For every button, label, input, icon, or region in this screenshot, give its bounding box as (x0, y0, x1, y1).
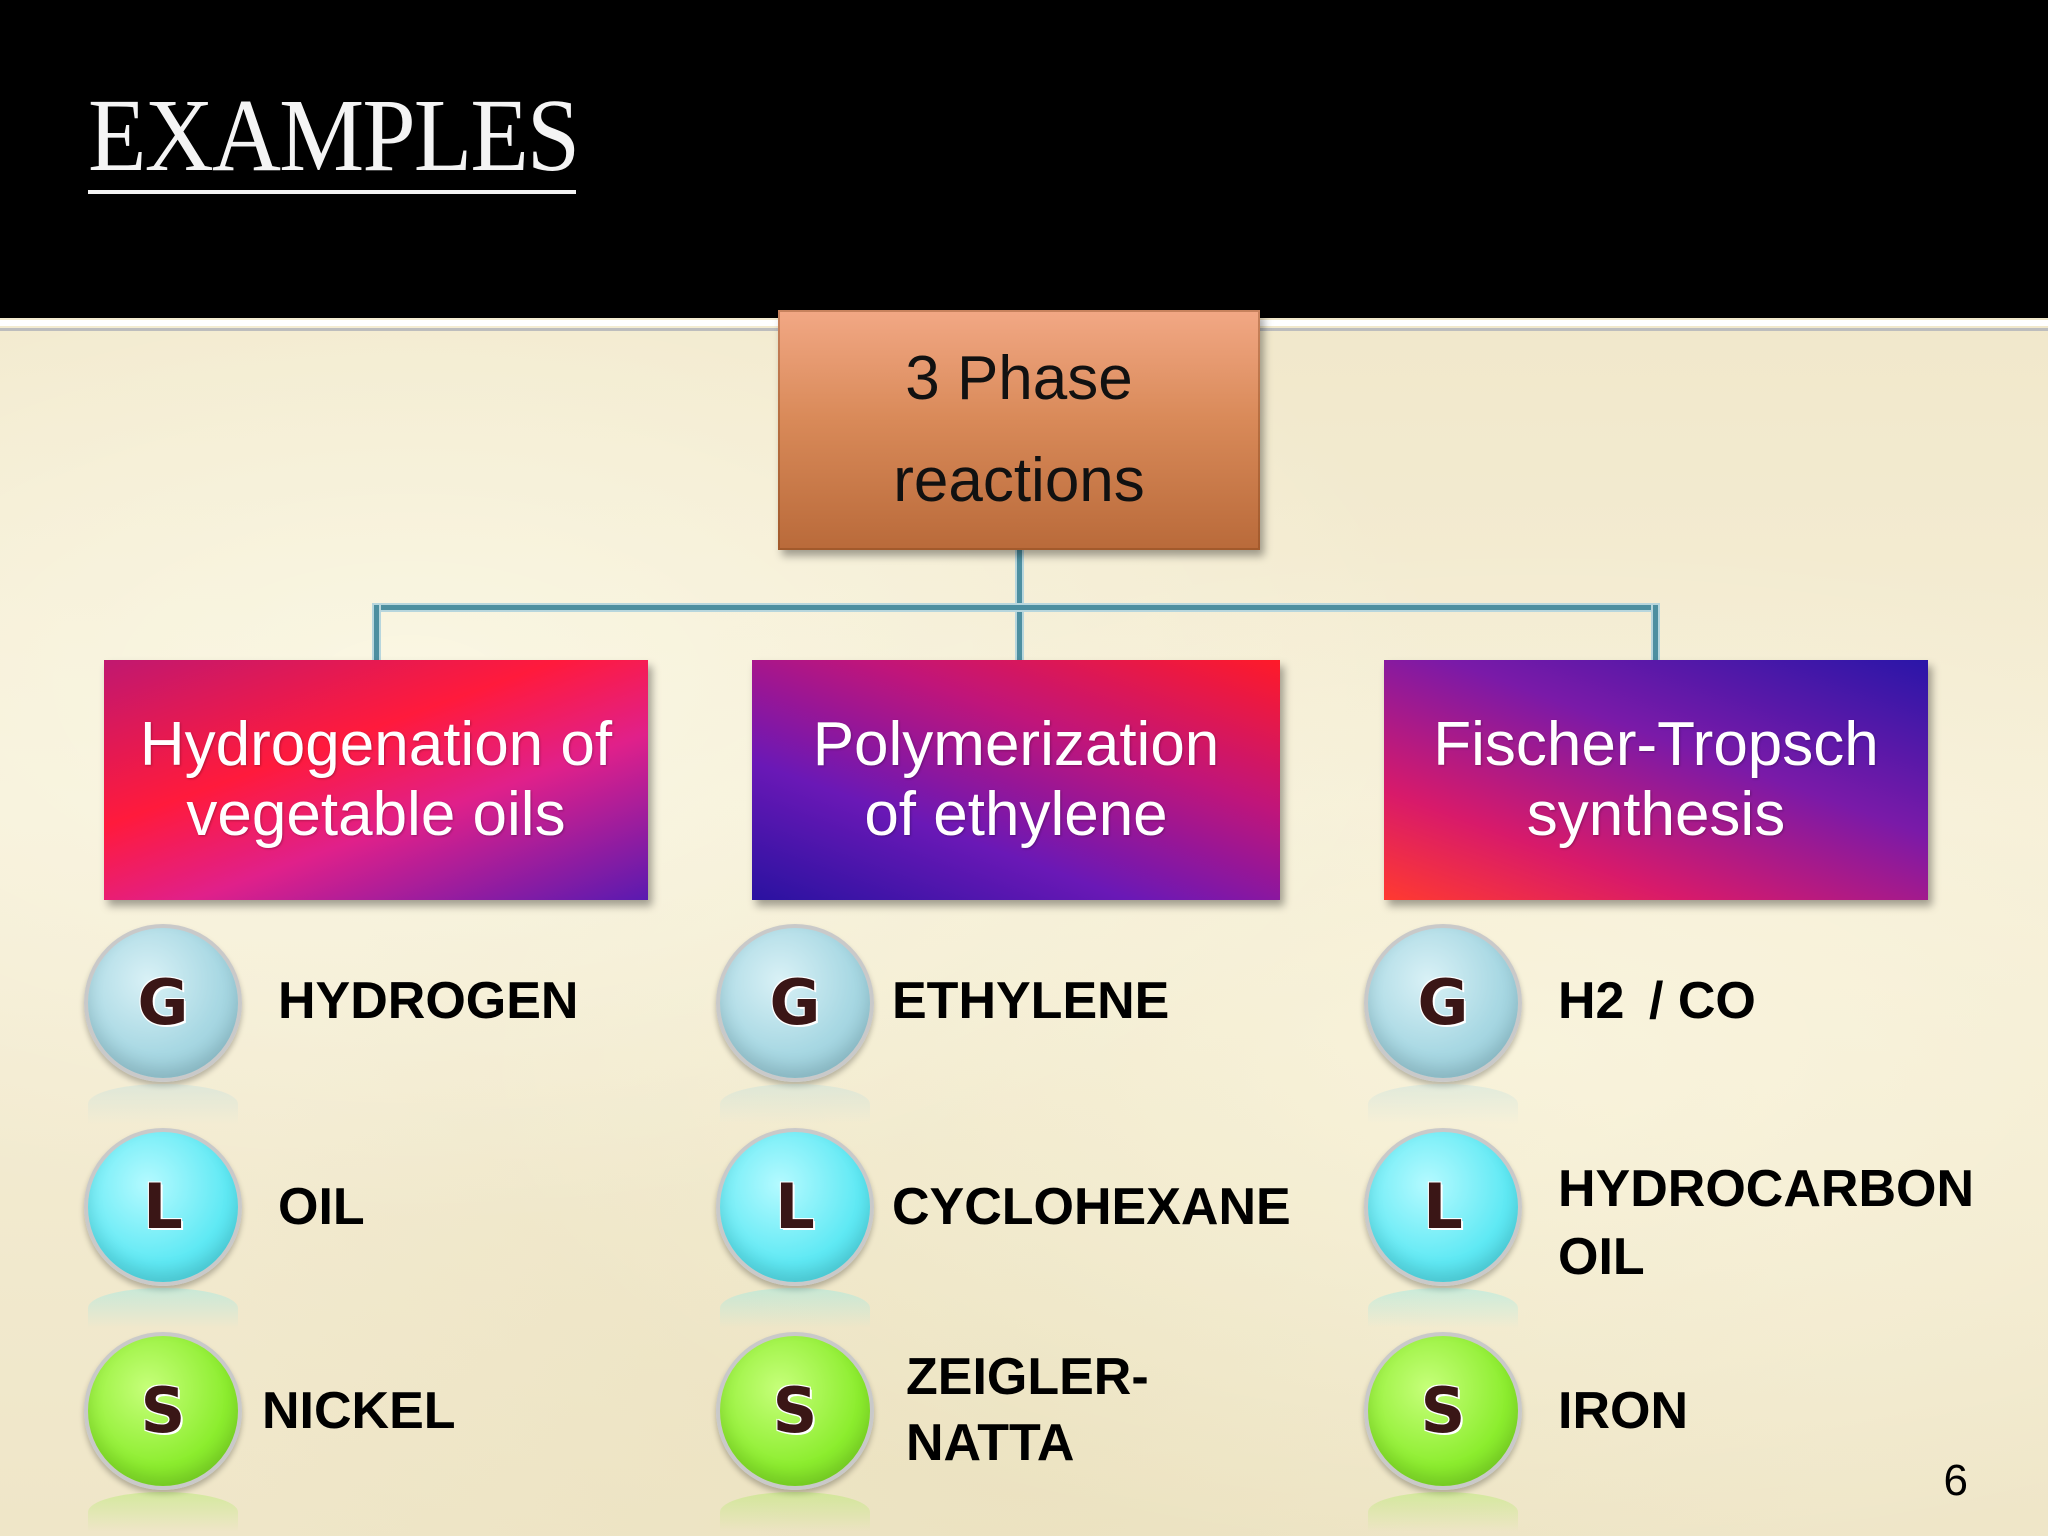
root-node-line1: 3 Phase (905, 344, 1133, 413)
header-band (0, 0, 2048, 318)
solid-reflection (720, 1492, 870, 1532)
liquid-reflection (720, 1288, 870, 1328)
phase-label-solid: NICKEL (262, 1382, 456, 1440)
gas-reflection (1368, 1084, 1518, 1124)
category-line1: Fischer-Tropsch (1433, 710, 1879, 779)
phase-label-liquid-line2: OIL (1558, 1228, 1645, 1286)
title-underline (88, 190, 576, 194)
gas-phase-icon: G (1364, 924, 1522, 1082)
gas-letter: G (1417, 966, 1469, 1039)
category-line2: of ethylene (864, 780, 1168, 849)
phase-label-gas: ETHYLENE (892, 972, 1170, 1030)
phase-label-gas: H2 / CO (1558, 968, 1756, 1037)
solid-reflection (1368, 1492, 1518, 1532)
slide-title: EXAMPLES (88, 78, 580, 193)
solid-reflection (88, 1492, 238, 1532)
root-node-3-phase-reactions: 3 Phase reactions (778, 310, 1260, 550)
gas-phase-icon: G (716, 924, 874, 1082)
phase-label-solid-line1: ZEIGLER- (906, 1348, 1149, 1406)
connector-left-drop (374, 605, 379, 660)
connector-right-drop (1653, 605, 1658, 660)
solid-phase-icon: S (716, 1332, 874, 1490)
connector-horizontal (374, 605, 1658, 610)
gas-reflection (720, 1084, 870, 1124)
liquid-letter: L (1423, 1170, 1463, 1243)
liquid-phase-icon: L (716, 1128, 874, 1286)
phase-label-liquid: OIL (278, 1178, 365, 1236)
solid-letter: S (1420, 1374, 1466, 1447)
phase-label-liquid: CYCLOHEXANE (892, 1178, 1291, 1236)
liquid-reflection (1368, 1288, 1518, 1328)
phase-label-solid-line2: NATTA (906, 1414, 1075, 1472)
category-line2: vegetable oils (186, 780, 566, 849)
category-line1: Polymerization (812, 710, 1220, 779)
gas-letter: G (137, 966, 189, 1039)
solid-letter: S (140, 1374, 186, 1447)
category-line1: Hydrogenation of (139, 710, 613, 779)
root-node-line2: reactions (893, 446, 1145, 515)
liquid-reflection (88, 1288, 238, 1328)
gas-reflection (88, 1084, 238, 1124)
phase-label-liquid-line1: HYDROCARBON (1558, 1160, 1974, 1218)
phase-label-gas-spacer (1624, 979, 1648, 1028)
category-polymerization: Polymerization of ethylene (752, 660, 1280, 900)
category-hydrogenation: Hydrogenation of vegetable oils (104, 660, 648, 900)
solid-phase-icon: S (1364, 1332, 1522, 1490)
phase-label-gas-rest: / CO (1648, 972, 1756, 1030)
solid-letter: S (772, 1374, 818, 1447)
category-fischer-tropsch: Fischer-Tropsch synthesis (1384, 660, 1928, 900)
phase-label-solid: IRON (1558, 1382, 1688, 1440)
phase-label-gas: HYDROGEN (278, 972, 579, 1030)
liquid-letter: L (775, 1170, 815, 1243)
gas-phase-icon: G (84, 924, 242, 1082)
solid-phase-icon: S (84, 1332, 242, 1490)
phase-label-gas-h2: H2 (1558, 972, 1625, 1030)
liquid-letter: L (143, 1170, 183, 1243)
liquid-phase-icon: L (84, 1128, 242, 1286)
page-number: 6 (1943, 1456, 1968, 1505)
gas-letter: G (769, 966, 821, 1039)
category-line2: synthesis (1526, 780, 1786, 849)
liquid-phase-icon: L (1364, 1128, 1522, 1286)
